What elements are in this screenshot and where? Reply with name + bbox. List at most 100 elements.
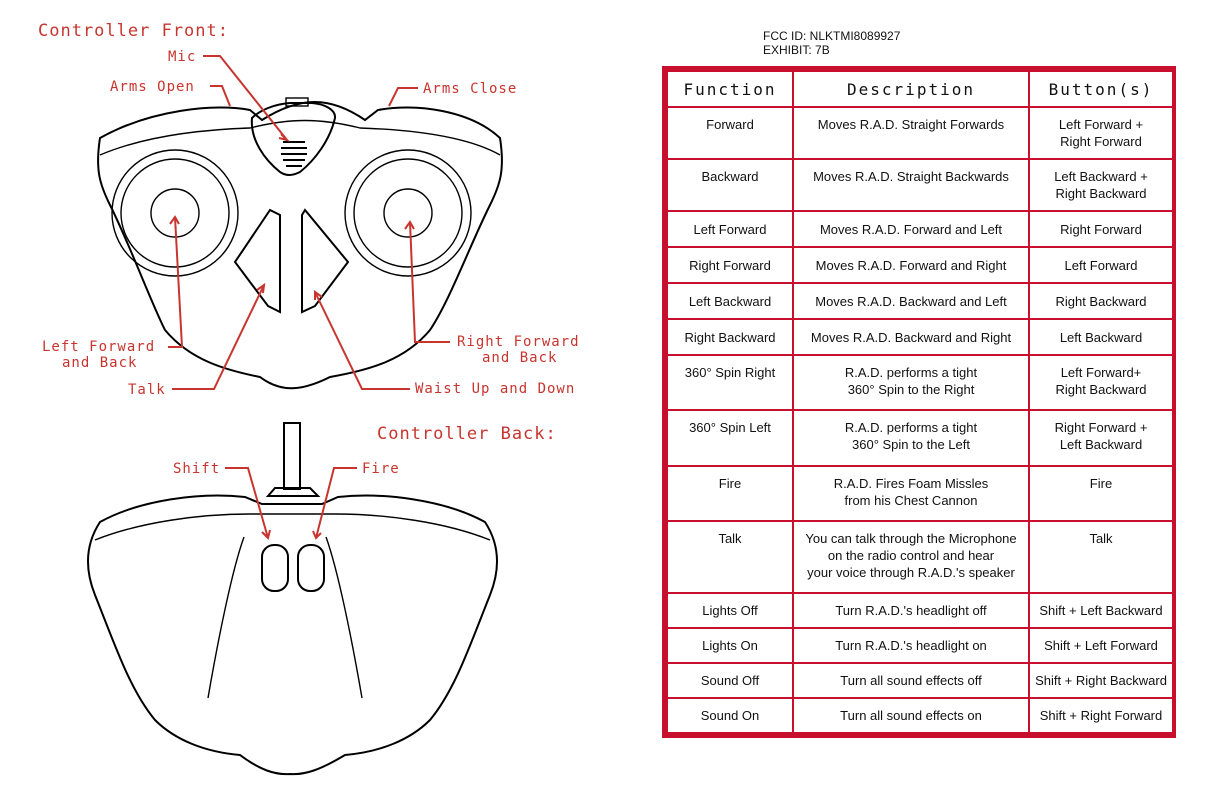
cell-description-text: R.A.D. Fires Foam Missles from his Chest… [833,475,989,508]
cell-description: R.A.D. performs a tight 360° Spin to the… [792,354,1030,412]
cell-description: Turn R.A.D.'s headlight off [792,591,1030,629]
cell-description-text: R.A.D. performs a tight 360° Spin to the… [844,365,978,398]
waist-button-shape [301,208,350,314]
label-fire: Fire [362,461,400,477]
cell-buttons-text: Fire [1089,475,1113,491]
right-joystick [344,149,472,277]
table-header-row: Function Description Button(s) [666,70,1174,108]
cell-description-text: Turn R.A.D.'s headlight off [835,602,987,618]
label-arms-open: Arms Open [110,79,195,95]
cell-buttons-text: Left Forward+ Right Backward [1055,365,1147,398]
controller-back-illustration [87,422,498,776]
cell-buttons: Fire [1028,464,1174,522]
left-joystick [111,149,239,277]
table-row: Right Backward Moves R.A.D. Backward and … [666,318,1174,357]
cell-function-text: 360° Spin Right [684,365,776,381]
cell-buttons: Right Forward + Left Backward [1028,409,1174,467]
cell-description: Turn all sound effects off [792,661,1030,699]
header-buttons: Button(s) [1028,70,1174,108]
cell-buttons: Shift + Left Forward [1028,626,1174,664]
table-row: Fire R.A.D. Fires Foam Missles from his C… [666,464,1174,522]
table-row: Left Forward Moves R.A.D. Forward and Lef… [666,210,1174,249]
cell-function-text: Fire [718,475,742,491]
label-mic: Mic [168,49,196,65]
cell-description: Moves R.A.D. Forward and Right [792,246,1030,285]
fcc-info: FCC ID: NLKTMI8089927 EXHIBIT: 7B [763,29,900,57]
cell-description: Moves R.A.D. Backward and Left [792,282,1030,321]
cell-function-text: Talk [718,530,742,546]
cell-buttons-text: Right Backward [1055,293,1147,309]
cell-buttons: Shift + Right Forward [1028,696,1174,735]
cell-function: Talk [666,519,794,594]
cell-buttons-text: Shift + Right Forward [1039,707,1163,723]
cell-function-text: Backward [701,169,759,185]
cell-description-text: Turn R.A.D.'s headlight on [835,637,987,653]
label-waist: Waist Up and Down [415,381,575,397]
table-row: Backward Moves R.A.D. Straight Backwards L… [666,158,1174,213]
cell-function: Backward [666,158,794,213]
cell-function-text: Right Forward [689,257,771,273]
cell-buttons-text: Talk [1089,530,1113,546]
controller-back-title: Controller Back: [377,424,557,444]
cell-description-text: Moves R.A.D. Forward and Right [815,257,1007,273]
cell-buttons-text: Right Forward + Left Backward [1054,420,1148,453]
microphone-grille [281,141,307,167]
header-description: Description [792,70,1030,108]
table-row: Talk You can talk through the Microphone … [666,519,1174,594]
table-row: Lights Off Turn R.A.D.'s headlight off Shi… [666,591,1174,629]
cell-buttons: Right Backward [1028,282,1174,321]
cell-description: Turn all sound effects on [792,696,1030,735]
cell-description-text: Moves R.A.D. Backward and Right [810,329,1012,345]
cell-function: Left Forward [666,210,794,249]
cell-buttons-text: Shift + Left Forward [1044,637,1158,653]
label-left-forward-1: Left Forward [42,339,155,355]
controller-front-title: Controller Front: [38,21,229,41]
label-left-forward-2: and Back [62,355,137,371]
controller-front-illustration [97,97,503,390]
cell-description-text: Turn all sound effects off [840,672,982,688]
cell-description-text: Moves R.A.D. Straight Backwards [813,169,1009,185]
cell-buttons: Right Forward [1028,210,1174,249]
cell-function: Lights On [666,626,794,664]
cell-description: Turn R.A.D.'s headlight on [792,626,1030,664]
table-row: Sound Off Turn all sound effects off Shift… [666,661,1174,699]
cell-buttons: Shift + Left Backward [1028,591,1174,629]
cell-description-text: Turn all sound effects on [840,707,982,723]
table-row: Lights On Turn R.A.D.'s headlight on Shift… [666,626,1174,664]
shift-button-shape [261,544,289,592]
cell-buttons-text: Left Forward + Right Forward [1058,117,1144,149]
cell-function: Sound On [666,696,794,735]
cell-description-text: You can talk through the Microphone on t… [805,530,1017,580]
cell-function-text: 360° Spin Left [689,420,771,436]
header-function: Function [666,70,794,108]
label-shift: Shift [173,461,220,477]
cell-buttons: Left Backward + Right Backward [1028,158,1174,213]
cell-buttons: Talk [1028,519,1174,594]
table-row: Sound On Turn all sound effects on Shift +… [666,696,1174,735]
cell-function-text: Left Backward [688,293,772,309]
cell-description-text: Moves R.A.D. Backward and Left [815,293,1007,309]
cell-buttons: Left Forward + Right Forward [1028,105,1174,161]
cell-function: Right Forward [666,246,794,285]
cell-description-text: Moves R.A.D. Straight Forwards [817,117,1005,132]
cell-function: Lights Off [666,591,794,629]
cell-function-text: Right Backward [684,329,776,345]
cell-buttons: Shift + Right Backward [1028,661,1174,699]
cell-function: Sound Off [666,661,794,699]
table-row: 360° Spin Right R.A.D. performs a tight 3… [666,354,1174,412]
fire-button-shape [297,544,325,592]
cell-function: Left Backward [666,282,794,321]
table-row: Right Forward Moves R.A.D. Forward and Ri… [666,246,1174,285]
cell-description: R.A.D. Fires Foam Missles from his Chest… [792,464,1030,522]
exhibit-label: EXHIBIT: 7B [763,43,830,57]
cell-buttons-text: Shift + Left Backward [1039,602,1163,618]
cell-function-text: Lights On [702,637,758,653]
cell-description: Moves R.A.D. Straight Backwards [792,158,1030,213]
cell-description: You can talk through the Microphone on t… [792,519,1030,594]
cell-description: Moves R.A.D. Forward and Left [792,210,1030,249]
cell-function-text: Left Forward [693,221,767,237]
cell-function: Forward [666,105,794,161]
fcc-id: FCC ID: NLKTMI8089927 [763,29,901,43]
